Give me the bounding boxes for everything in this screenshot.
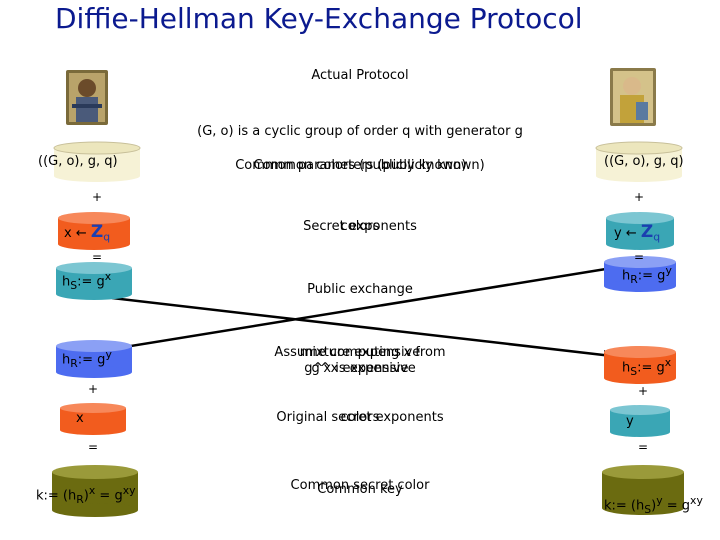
right-key-can (602, 465, 684, 515)
left-common-params: ((G, o), g, q) (38, 154, 118, 169)
right-received-value: hS:= gx (622, 356, 672, 378)
group-statement: (G, o) is a cyclic group of order q with… (197, 124, 523, 139)
assume-line2-overlay: g^x is expensive (304, 361, 416, 376)
right-key-value: k:= (hS)y = gxy (604, 494, 703, 516)
q-subscript: q (103, 230, 111, 244)
left-original-x: x (76, 411, 84, 426)
q-subscript-right: q (653, 230, 661, 244)
left-plus-1: + (92, 190, 103, 204)
left-secret-can (58, 212, 130, 250)
right-received-can (604, 346, 676, 384)
left-common-can (53, 141, 141, 182)
arrow-left-to-right (111, 296, 613, 358)
right-plus-1: + (634, 190, 645, 204)
subtitle: Actual Protocol (311, 68, 409, 83)
left-equals-2: = (88, 440, 99, 454)
left-original-can (60, 403, 126, 435)
left-equals-1: = (92, 250, 103, 264)
left-public-can (56, 262, 132, 300)
secret-colors-overlay: colors (340, 219, 380, 234)
common-colors-label: Common colors (publicly known) (253, 158, 467, 173)
left-public-value: hS:= gx (62, 270, 112, 292)
alice-portrait-icon (66, 70, 108, 125)
left-plus-2: + (88, 382, 99, 396)
assume-line1: Assume computing x from (274, 345, 446, 360)
assume-line1-overlay: mixture expensive (299, 345, 421, 360)
right-common-params: ((G, o), g, q) (604, 154, 684, 169)
left-secret-assign: x ← Zq (64, 222, 111, 244)
original-colors-overlay: colors (340, 410, 380, 425)
right-original-y: y (626, 414, 634, 429)
page-title: Diffie-Hellman Key-Exchange Protocol (55, 2, 583, 35)
assume-line2: g^x expensive (311, 361, 409, 376)
right-original-can (610, 405, 670, 437)
blackboard-z-icon-right: Z (640, 222, 654, 242)
right-public-can (604, 256, 676, 292)
common-secret-label: Common secret color (290, 478, 430, 493)
original-secret-label: Original secret exponents (276, 410, 444, 425)
right-equals-2: = (638, 440, 649, 454)
blackboard-z-icon: Z (90, 222, 104, 242)
left-received-can (56, 340, 132, 378)
right-secret-can (606, 212, 674, 250)
left-key-value: k:= (hR)x = gxy (36, 484, 136, 506)
public-exchange-label: Public exchange (307, 282, 413, 297)
bob-portrait-icon (610, 68, 656, 126)
secret-exponents-label: Secret exponents (303, 219, 417, 234)
left-received-value: hR:= gy (62, 348, 112, 370)
right-secret-assign: y ← Zq (614, 222, 661, 244)
common-parameters-label: Common parameters (publicly known) (235, 158, 485, 173)
common-key-overlay: Common key (317, 482, 403, 497)
right-common-can (595, 141, 683, 182)
arrow-right-to-left (105, 266, 613, 352)
right-public-value: hR:= gy (622, 264, 672, 286)
right-equals-1: = (634, 250, 645, 264)
right-plus-2: + (638, 384, 649, 398)
left-key-can (52, 465, 138, 517)
